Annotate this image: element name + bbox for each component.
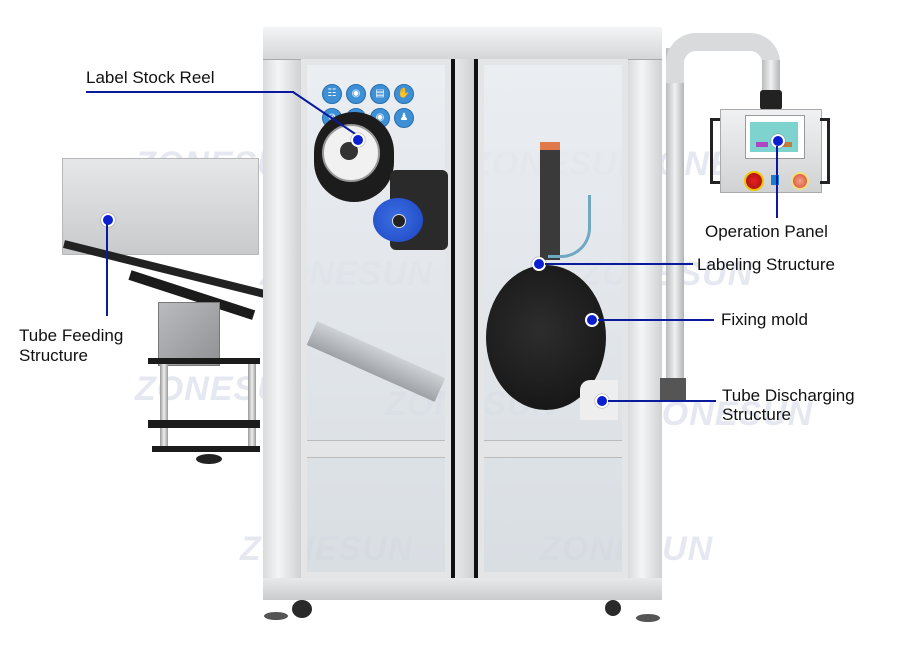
key-switch xyxy=(771,175,779,185)
foot-right xyxy=(636,614,660,622)
callout-dot xyxy=(585,313,599,327)
callout-label: Fixing mold xyxy=(721,310,808,329)
screen-button-purple xyxy=(756,142,768,147)
leader-line xyxy=(86,91,294,93)
cabinet-left-post xyxy=(263,27,301,600)
feeding-base xyxy=(148,358,260,364)
protective-clothing-icon: ▤ xyxy=(370,84,390,104)
callout-label: Tube Discharging xyxy=(722,386,855,405)
callout-dot xyxy=(595,394,609,408)
leader-line xyxy=(545,263,693,265)
feeding-crossbar xyxy=(148,420,260,428)
screen-button-orange xyxy=(780,142,792,147)
cabinet-top xyxy=(263,27,662,60)
hearing-protection-icon: ◉ xyxy=(346,84,366,104)
adjust-wheel xyxy=(196,454,222,464)
reel-hub xyxy=(340,142,358,160)
panel-handle-right xyxy=(820,118,830,184)
full-body-suit-icon: ♟ xyxy=(394,108,414,128)
pipe-bracket xyxy=(660,378,686,400)
panel-handle-left xyxy=(710,118,720,184)
callout-label: Label Stock Reel xyxy=(86,68,215,87)
roller-hub xyxy=(392,214,406,228)
callout-dot xyxy=(351,133,365,147)
feeding-plate xyxy=(158,302,220,366)
callout-dot xyxy=(532,257,546,271)
callout-label: Operation Panel xyxy=(705,222,828,241)
feeding-bottombar xyxy=(152,446,260,452)
door-center-post xyxy=(451,59,478,578)
feeding-post-right xyxy=(248,364,256,448)
leader-line xyxy=(106,224,108,316)
leader-line xyxy=(608,400,716,402)
labeling-column-cap xyxy=(540,142,560,150)
cabinet-bottom xyxy=(263,578,662,600)
panel-pipe-vertical xyxy=(666,48,684,388)
door-shelf-right xyxy=(484,440,622,458)
read-manual-icon: ☷ xyxy=(322,84,342,104)
callout-label: Tube Feeding xyxy=(19,326,124,345)
leader-line xyxy=(598,319,714,321)
door-shelf-left xyxy=(307,440,445,458)
caster-right xyxy=(605,600,621,616)
start-button xyxy=(791,172,809,190)
cabinet-right-post xyxy=(628,27,662,600)
callout-label: Structure xyxy=(19,346,88,365)
feeding-hopper xyxy=(62,158,259,255)
callout-label: Labeling Structure xyxy=(697,255,835,274)
caster-left xyxy=(292,600,312,618)
leader-line xyxy=(776,146,778,218)
foot-left xyxy=(264,612,288,620)
callout-label: Structure xyxy=(722,405,791,424)
panel-pipe-connector xyxy=(760,90,782,110)
callout-dot xyxy=(101,213,115,227)
gloves-icon: ✋ xyxy=(394,84,414,104)
callout-dot xyxy=(771,134,785,148)
emergency-stop-button xyxy=(744,171,764,191)
feeding-post-left xyxy=(160,364,168,448)
air-hose xyxy=(548,195,591,258)
